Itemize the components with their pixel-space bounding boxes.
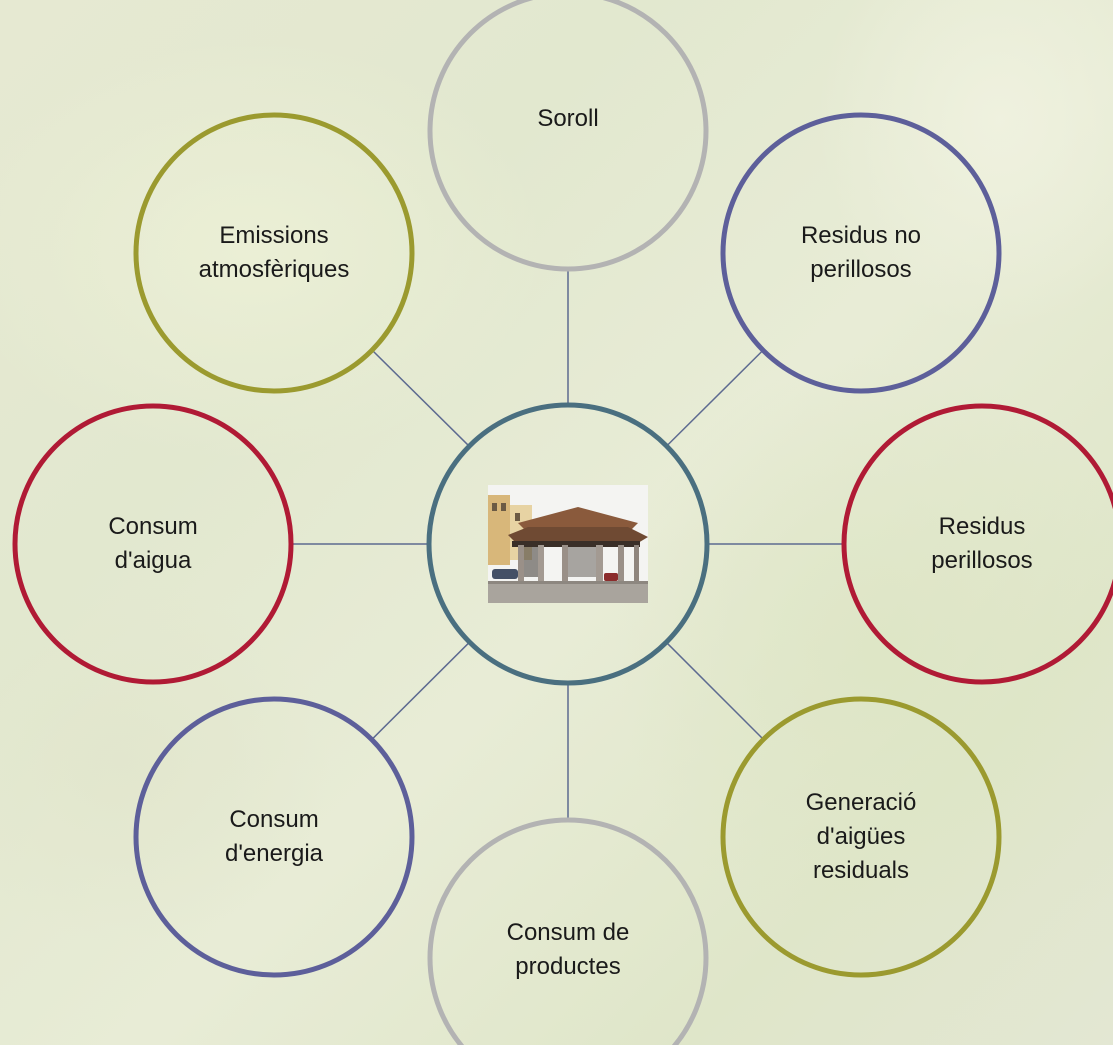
node-circle-residus-no-perillosos bbox=[720, 112, 1002, 394]
node-circle-consum-aigua bbox=[12, 403, 294, 685]
market-hall-photo-icon bbox=[488, 485, 648, 603]
node-label-consum-energia: Consum d'energia bbox=[225, 806, 323, 867]
center-circle bbox=[426, 402, 710, 686]
node-circle-residus-perillosos bbox=[841, 403, 1113, 685]
node-label-generacio-aigues-residuals: Generació d'aigües residuals bbox=[805, 789, 917, 884]
node-label-emissions-atmosferiques: Emissions atmosfèriques bbox=[198, 222, 350, 283]
node-circle-consum-de-productes bbox=[427, 817, 709, 1045]
node-label-consum-de-productes: Consum de productes bbox=[506, 919, 630, 980]
node-circle-emissions-atmosferiques bbox=[133, 112, 415, 394]
connector-emissions-atmosferiques bbox=[372, 350, 469, 446]
connector-generacio-aigues-residuals bbox=[667, 643, 763, 739]
node-circle-soroll bbox=[427, 0, 709, 272]
node-label-soroll: Soroll bbox=[537, 105, 599, 132]
node-circle-consum-energia bbox=[133, 696, 415, 978]
connector-consum-energia bbox=[372, 643, 469, 739]
connector-residus-no-perillosos bbox=[667, 351, 763, 446]
node-label-residus-no-perillosos: Residus no perillosos bbox=[800, 222, 922, 283]
circles bbox=[12, 0, 1113, 1045]
connectors bbox=[293, 271, 842, 818]
node-label-residus-perillosos: Residus perillosos bbox=[931, 513, 1033, 574]
node-circle-generacio-aigues-residuals bbox=[720, 696, 1002, 978]
node-label-consum-aigua: Consum d'aigua bbox=[108, 513, 198, 574]
